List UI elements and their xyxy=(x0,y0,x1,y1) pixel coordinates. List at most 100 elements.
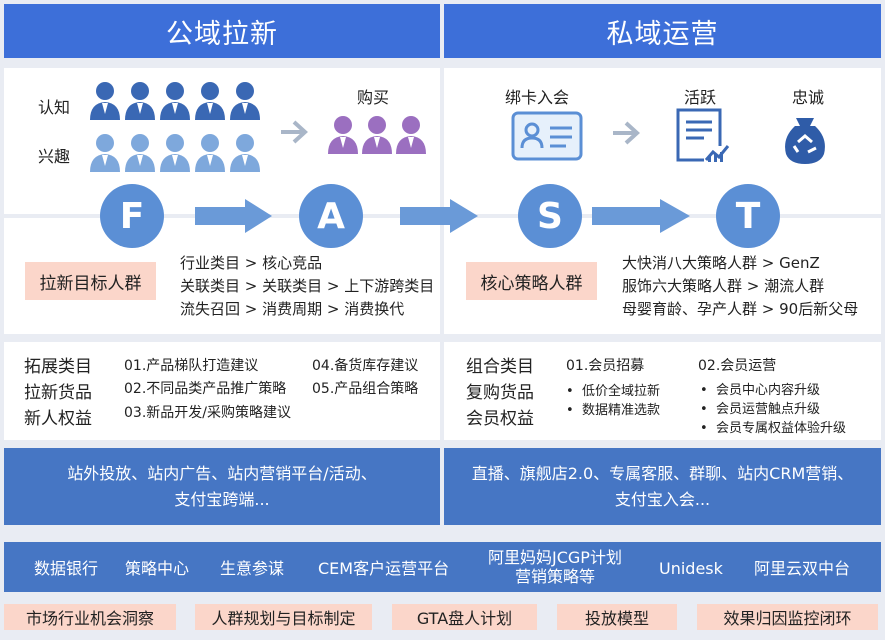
member-recruit-text: 数据精准选款 xyxy=(581,403,660,418)
member-recruit-item: • 低价全域拉新 xyxy=(566,382,660,401)
header-private-operation: 私域运营 xyxy=(444,4,881,58)
member-operation-item: • 会员专属权益体验升级 xyxy=(700,419,846,438)
bullet-icon: • xyxy=(700,402,716,417)
strategy-label: 组合类目 xyxy=(466,357,534,377)
private-icons xyxy=(511,108,825,164)
people-icons xyxy=(90,82,426,172)
letter-f: F xyxy=(119,195,145,237)
report-chart-icon xyxy=(676,108,730,162)
tool-unidesk: Unidesk xyxy=(659,559,723,578)
right-core-tag-label: 核心策略人群 xyxy=(480,273,583,294)
bullet-icon: • xyxy=(700,421,716,436)
step-label: 人群规划与目标制定 xyxy=(211,609,356,628)
member-operation-list: • 会员中心内容升级 • 会员运营触点升级 • 会员专属权益体验升级 xyxy=(700,381,846,438)
header-left-title: 公域拉新 xyxy=(166,18,278,50)
right-core-lines: 大快消八大策略人群 > GenZ 服饰六大策略人群 > 潮流人群 母婴育龄、孕产… xyxy=(622,252,858,321)
circle-f: F xyxy=(100,184,164,248)
interest-label: 兴趣 xyxy=(38,147,71,166)
tools-bar xyxy=(4,542,881,592)
member-recruit-list: • 低价全域拉新 • 数据精准选款 xyxy=(566,382,660,420)
strategy-label: 拓展类目 xyxy=(24,357,92,377)
buy-label: 购买 xyxy=(357,88,390,107)
arrow-icon xyxy=(281,120,308,144)
left-strategy-labels: 拓展类目 拉新货品 新人权益 xyxy=(24,354,92,432)
right-core-tag: 核心策略人群 xyxy=(466,262,597,300)
step-label: 市场行业机会洞察 xyxy=(25,609,154,628)
member-recruit-text: 低价全域拉新 xyxy=(581,384,660,399)
arrow-a-to-s xyxy=(400,199,478,233)
left-target-tag: 拉新目标人群 xyxy=(25,262,156,300)
active-label: 活跃 xyxy=(684,88,717,107)
recycle-bag-icon xyxy=(785,118,825,164)
right-channel-line: 直播、旗舰店2.0、专属客服、群聊、站内CRM营销、 xyxy=(471,463,854,483)
arrow-s-to-t xyxy=(592,199,690,233)
circle-t: T xyxy=(716,184,780,248)
left-channel-line: 站外投放、站内广告、站内营销平台/活动、 xyxy=(67,463,377,483)
arrow-f-to-a xyxy=(195,199,272,233)
left-target-line: 行业类目 > 核心竞品 xyxy=(180,254,323,272)
tool-aliyun-dual-platform: 阿里云双中台 xyxy=(754,559,851,578)
bullet-icon: • xyxy=(700,383,716,398)
right-strategy-panel xyxy=(444,342,881,440)
step-delivery-model: 投放模型 xyxy=(557,604,677,630)
left-channel-line: 支付宝跨端... xyxy=(174,489,270,509)
member-operation-text: 会员中心内容升级 xyxy=(715,383,820,398)
right-core-line: 大快消八大策略人群 > GenZ xyxy=(622,254,820,272)
left-target-line: 流失召回 > 消费周期 > 消费换代 xyxy=(180,300,405,318)
member-card-icon xyxy=(511,111,583,161)
tool-jcgp-line: 阿里妈妈JCGP计划 xyxy=(488,548,622,567)
fast-flow-arrows xyxy=(195,199,690,233)
left-strategy-item: 01.产品梯队打造建议 xyxy=(124,358,259,374)
strategy-label: 复购货品 xyxy=(466,383,534,403)
aware-label: 认知 xyxy=(38,98,71,117)
left-channel-bar: 站外投放、站内广告、站内营销平台/活动、 支付宝跨端... xyxy=(4,448,440,525)
strategy-label: 新人权益 xyxy=(24,409,92,429)
tool-jcgp-line: 营销策略等 xyxy=(514,567,595,586)
right-channel-bar: 直播、旗舰店2.0、专属客服、群聊、站内CRM营销、 支付宝入会... xyxy=(444,448,881,525)
tool-jcgp-plan: 阿里妈妈JCGP计划 营销策略等 xyxy=(488,548,622,586)
left-target-line: 关联类目 > 关联类目 > 上下游跨类目 xyxy=(180,277,435,295)
member-operation-item: • 会员运营触点升级 xyxy=(700,400,846,419)
left-target-tag-label: 拉新目标人群 xyxy=(39,273,142,294)
loyal-label: 忠诚 xyxy=(792,88,825,107)
aware-people-icon xyxy=(90,82,260,120)
step-label: 投放模型 xyxy=(584,609,649,628)
member-operation-item: • 会员中心内容升级 xyxy=(700,381,846,400)
left-target-lines: 行业类目 > 核心竞品 关联类目 > 关联类目 > 上下游跨类目 流失召回 > … xyxy=(180,252,434,321)
strategy-label: 会员权益 xyxy=(466,409,534,429)
tool-data-bank: 数据银行 xyxy=(34,559,99,578)
step-label: 效果归因监控闭环 xyxy=(723,609,852,628)
step-market-insight: 市场行业机会洞察 xyxy=(4,604,176,630)
header-public-acquisition: 公域拉新 xyxy=(4,4,440,58)
tool-strategy-center: 策略中心 xyxy=(125,559,190,578)
left-strategy-item: 03.新品开发/采购策略建议 xyxy=(124,405,291,421)
left-strategy-item: 05.产品组合策略 xyxy=(312,381,419,397)
letter-t: T xyxy=(735,195,761,237)
step-label: GTA盘人计划 xyxy=(416,609,513,628)
member-recruit-title: 01.会员招募 xyxy=(566,358,645,374)
interest-people-icon xyxy=(90,134,260,172)
bullet-icon: • xyxy=(566,403,582,418)
circle-a: A xyxy=(299,184,363,248)
member-operation-title: 02.会员运营 xyxy=(698,358,777,374)
left-strategy-panel xyxy=(4,342,440,440)
letter-a: A xyxy=(317,195,345,237)
left-strategy-item: 04.备货库存建议 xyxy=(312,358,419,374)
circle-s: S xyxy=(518,184,582,248)
right-core-line: 服饰六大策略人群 > 潮流人群 xyxy=(622,277,825,295)
member-recruit-item: • 数据精准选款 xyxy=(566,401,660,420)
left-strategy-item: 02.不同品类产品推广策略 xyxy=(124,381,287,397)
right-core-line: 母婴育龄、孕产人群 > 90后新父母 xyxy=(622,300,859,318)
strategy-label: 拉新货品 xyxy=(24,383,92,403)
tool-business-advisor: 生意参谋 xyxy=(220,559,285,578)
step-gta-plan: GTA盘人计划 xyxy=(392,604,537,630)
bind-card-label: 绑卡入会 xyxy=(505,88,570,107)
member-operation-text: 会员专属权益体验升级 xyxy=(715,421,846,436)
right-strategy-labels: 组合类目 复购货品 会员权益 xyxy=(466,354,534,432)
header-right-title: 私域运营 xyxy=(606,18,719,50)
buy-people-icon xyxy=(328,116,426,154)
bullet-icon: • xyxy=(566,384,582,399)
member-operation-text: 会员运营触点升级 xyxy=(715,402,820,417)
step-attribution-loop: 效果归因监控闭环 xyxy=(697,604,878,630)
letter-s: S xyxy=(537,195,563,237)
